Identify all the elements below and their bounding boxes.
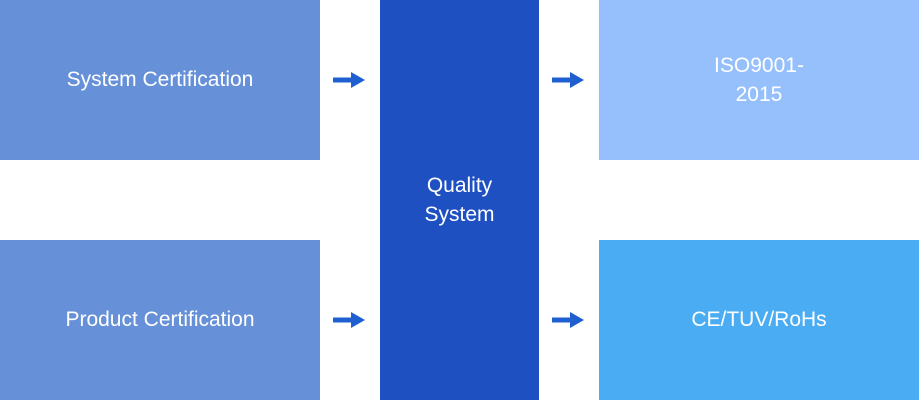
quality-system-label: Quality System: [424, 173, 495, 226]
arrow-right-icon: [552, 72, 584, 88]
ce-tuv-rohs-label: CE/TUV/RoHs: [691, 308, 827, 332]
arrow-right-icon: [333, 72, 365, 88]
arrow-right-icon: [552, 312, 584, 328]
ce-tuv-rohs-box: CE/TUV/RoHs: [599, 240, 919, 400]
quality-system-box: Quality System: [380, 0, 539, 400]
arrow-right-icon: [333, 312, 365, 328]
product-certification-box: Product Certification: [0, 240, 320, 400]
product-certification-label: Product Certification: [65, 308, 255, 332]
system-certification-box: System Certification: [0, 0, 320, 160]
iso-box: ISO9001- 2015: [599, 0, 919, 160]
iso-label: ISO9001- 2015: [714, 53, 804, 106]
system-certification-label: System Certification: [66, 68, 254, 92]
